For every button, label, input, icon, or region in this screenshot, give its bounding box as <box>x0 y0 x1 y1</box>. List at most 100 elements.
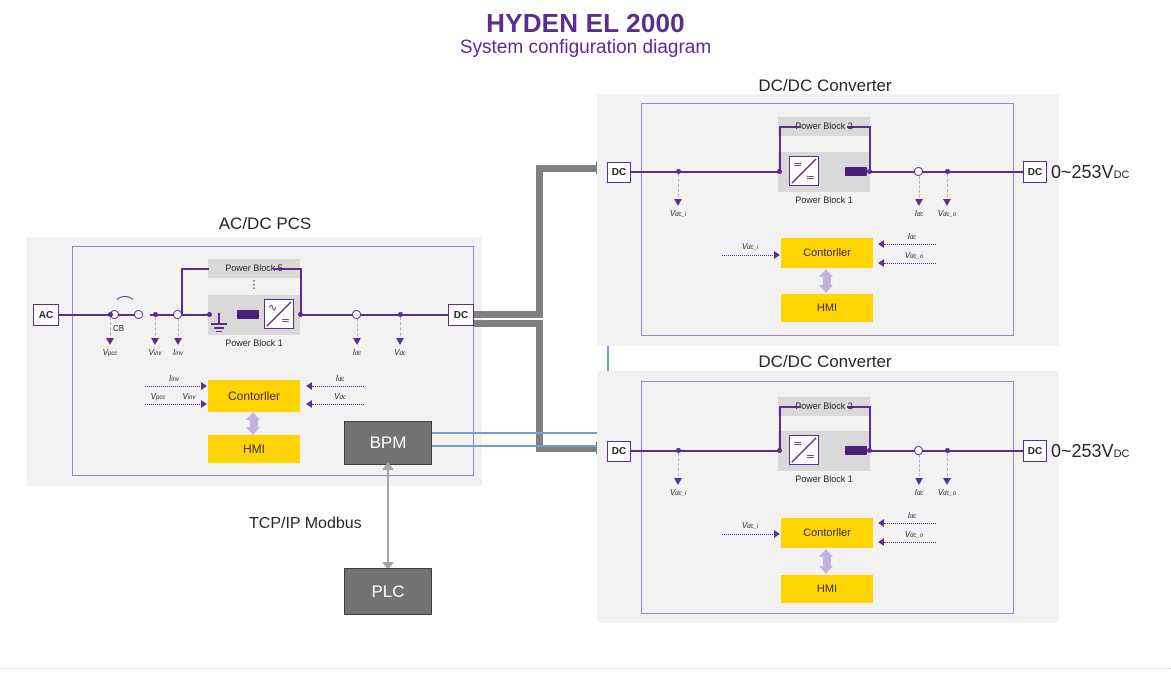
tap-label-vdco-sym-1: V <box>937 209 944 218</box>
node-idc-sensor[interactable] <box>352 310 361 319</box>
controller-hmi-link-dcdc1 <box>818 269 836 293</box>
controller-hmi-link-pcs <box>245 412 263 435</box>
hmi-pcs[interactable]: HMI <box>208 435 300 463</box>
section-title-acdc-pcs: AC/DC PCS <box>218 214 312 233</box>
port-ac[interactable]: AC <box>33 304 59 326</box>
tap-label-vpcc-sym: V <box>102 348 108 357</box>
tap-arrow-idc-dcdc2 <box>915 478 923 485</box>
tap-label-vdco-sym-2: V <box>937 488 944 497</box>
controller-dcdc1[interactable]: Contorller <box>781 238 873 268</box>
power-block-2-label-dcdc2: Power Block 2 <box>795 401 853 411</box>
power-block-1-label-dcdc2: Power Block 1 <box>795 474 853 484</box>
node-pb-right-tie-dcdc1 <box>867 169 872 174</box>
dcdc-converter-symbol-2: = = <box>789 435 819 465</box>
tap-arrow-idc-dcdc1 <box>915 199 923 206</box>
wire-pb-left-top <box>181 268 209 270</box>
wire-pb-right-riser <box>300 268 302 315</box>
power-block-5-band <box>208 259 300 278</box>
tap-line-vdc <box>400 317 402 341</box>
signal-label-idc-dcdc2-ctrl: Idc <box>892 511 932 520</box>
tap-arrow-iinv <box>174 338 182 345</box>
signal-line-idc-in <box>312 386 364 387</box>
bus-riser-upper <box>536 165 543 318</box>
comm-line-bpm-dcdc1-v <box>607 259 609 433</box>
hmi-dcdc1[interactable]: HMI <box>781 294 873 322</box>
panel-inner-dcdc-1 <box>641 103 1014 336</box>
wire-dcdc1-pb-left-riser <box>779 126 781 172</box>
controller-pcs[interactable]: Contorller <box>208 380 300 412</box>
tap-label-idc-dcdc2: Idc <box>894 488 944 497</box>
plc-box[interactable]: PLC <box>344 568 432 615</box>
tap-label-vdco-dcdc2: Vdc_o <box>922 488 972 497</box>
port-dc-in-dcdc2[interactable]: DC <box>607 441 631 462</box>
signal-arrow-iinv-in <box>201 382 207 390</box>
tap-label-iinv-sub: inv <box>175 351 183 357</box>
tap-label-vdci-sym-2: V <box>669 488 676 497</box>
wire-dcdc2-pb-left-top <box>779 406 801 408</box>
page-title: HYDEN EL 2000 <box>486 8 685 38</box>
signal-label-vdci-sub-2: dc_i <box>747 524 759 530</box>
wire-dcdc1-pb-left-top <box>779 126 801 128</box>
tap-arrow-vdc <box>396 338 404 345</box>
bus-to-dcdc2 <box>536 445 598 452</box>
signal-label-vdco-ctrl-sub-1: dc_o <box>910 254 924 260</box>
signal-label-vdco-dcdc1-ctrl: Vdc_o <box>892 251 936 260</box>
ground-symbol <box>210 313 228 333</box>
tap-arrow-vdco-dcdc2 <box>943 478 951 485</box>
signal-line-idc-dcdc2-ctrl <box>884 523 936 524</box>
node-idc-sensor-dcdc1[interactable] <box>914 167 923 176</box>
node-vinv <box>153 312 158 317</box>
tap-line-vdco-dcdc2 <box>947 453 949 481</box>
hmi-dcdc2[interactable]: HMI <box>781 575 873 603</box>
page-subtitle: System configuration diagram <box>459 37 712 58</box>
signal-label-idc-ctrl-sym: I <box>335 374 338 383</box>
node-iinv-sensor[interactable] <box>173 310 182 319</box>
power-block-2-band-dcdc1 <box>778 117 870 136</box>
tap-label-vdc-sub: dc <box>399 351 406 357</box>
signal-label-vpcc-sym: V <box>150 392 156 401</box>
panel-inner-dcdc-2 <box>641 381 1014 614</box>
tap-label-vdci-sub-1: dc_i <box>675 212 687 218</box>
tap-label-iinv: Iinv <box>153 348 203 357</box>
port-dc-in-dcdc1[interactable]: DC <box>607 162 631 183</box>
tap-line-idc-dcdc2 <box>919 455 921 481</box>
signal-label-vdco-ctrl-sym-1: V <box>904 251 911 260</box>
port-dc-pcs-out[interactable]: DC <box>448 304 474 326</box>
signal-line-vpcc-vinv-in <box>145 404 202 405</box>
signal-label-vdci-dcdc1: Vdc_i <box>728 242 772 251</box>
dcdc-diagonal-icon-1 <box>791 158 817 184</box>
tap-label-idc: Idc <box>332 348 382 357</box>
tap-arrow-vdci-dcdc2 <box>674 478 682 485</box>
bus-to-dcdc1 <box>536 165 598 172</box>
footer-divider <box>0 668 1171 669</box>
tap-label-vdci-sub-2: dc_i <box>675 491 687 497</box>
panel-inner-acdc-pcs <box>72 246 474 476</box>
inverter-ac-symbol: ∿ <box>268 301 278 314</box>
tap-label-idc-sym-2: I <box>914 488 917 497</box>
signal-label-vdci-dcdc2: Vdc_i <box>728 521 772 530</box>
signal-label-idc-ctrl-sym-2: I <box>907 511 910 520</box>
bpm-box[interactable]: BPM <box>344 421 432 465</box>
circuit-breaker-label: CB <box>113 324 125 333</box>
tap-label-vdco-sub-1: dc_o <box>943 212 957 218</box>
output-voltage-value-1: 0~253V <box>1051 162 1114 182</box>
tap-label-vdci-dcdc2: Vdc_i <box>653 488 703 497</box>
signal-label-idc-ctrl-sub-2: dc <box>909 514 917 520</box>
signal-arrow-idc-dcdc2-ctrl <box>878 519 884 527</box>
port-dc-out-dcdc2[interactable]: DC <box>1023 440 1047 462</box>
tap-line-idc <box>357 319 359 341</box>
controller-dcdc2[interactable]: Contorller <box>781 518 873 548</box>
power-block-2-label-dcdc1: Power Block 2 <box>795 121 853 131</box>
signal-arrow-vdco-dcdc2-ctrl <box>878 538 884 546</box>
signal-arrow-idc-dcdc1-ctrl <box>878 240 884 248</box>
tap-arrow-vdci-dcdc1 <box>674 199 682 206</box>
node-idc-sensor-dcdc2[interactable] <box>914 446 923 455</box>
signal-label-vdco-ctrl-sym-2: V <box>904 530 911 539</box>
signal-line-idc-dcdc1-ctrl <box>884 244 936 245</box>
comm-line-bpm-dcdc2-h <box>432 445 619 447</box>
wire-pb-left-riser <box>181 268 183 315</box>
wire-ac-to-cb <box>59 314 137 316</box>
signal-label-vdci-sub-1: dc_i <box>747 245 759 251</box>
port-dc-out-dcdc1[interactable]: DC <box>1023 161 1047 183</box>
